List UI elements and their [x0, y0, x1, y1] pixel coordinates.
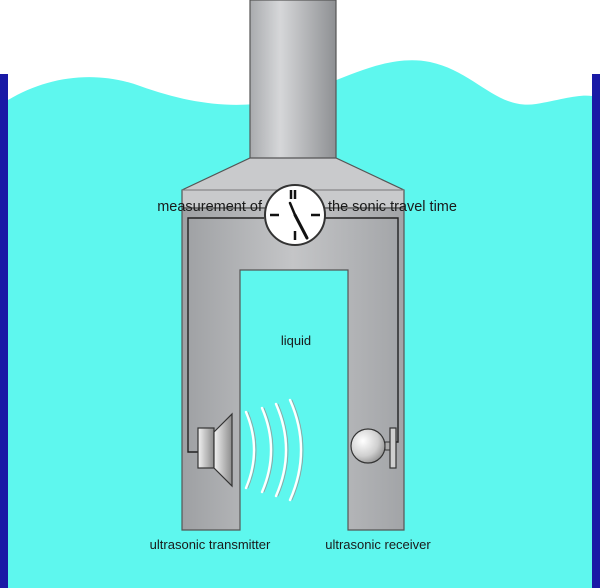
probe-fork: [181, 207, 405, 531]
probe-stem: [249, 0, 337, 161]
sound-waves: [244, 398, 303, 502]
loudspeaker-icon: [197, 412, 233, 488]
transmitter-wire: [187, 217, 264, 453]
transmitter-label: ultrasonic transmitter: [150, 537, 271, 552]
microphone-icon: [350, 427, 397, 469]
liquid-body: [8, 60, 592, 588]
receiver-label: ultrasonic receiver: [325, 537, 431, 552]
measurement-label-left: measurement of: [157, 199, 263, 215]
sound-waves-outline: [247, 399, 304, 501]
tank-wall-right: [592, 74, 600, 588]
measurement-label-right: the sonic travel time: [328, 199, 457, 215]
tank-wall-left: [0, 74, 8, 588]
liquid-label: liquid: [281, 333, 311, 348]
clock-icon: [264, 184, 326, 246]
